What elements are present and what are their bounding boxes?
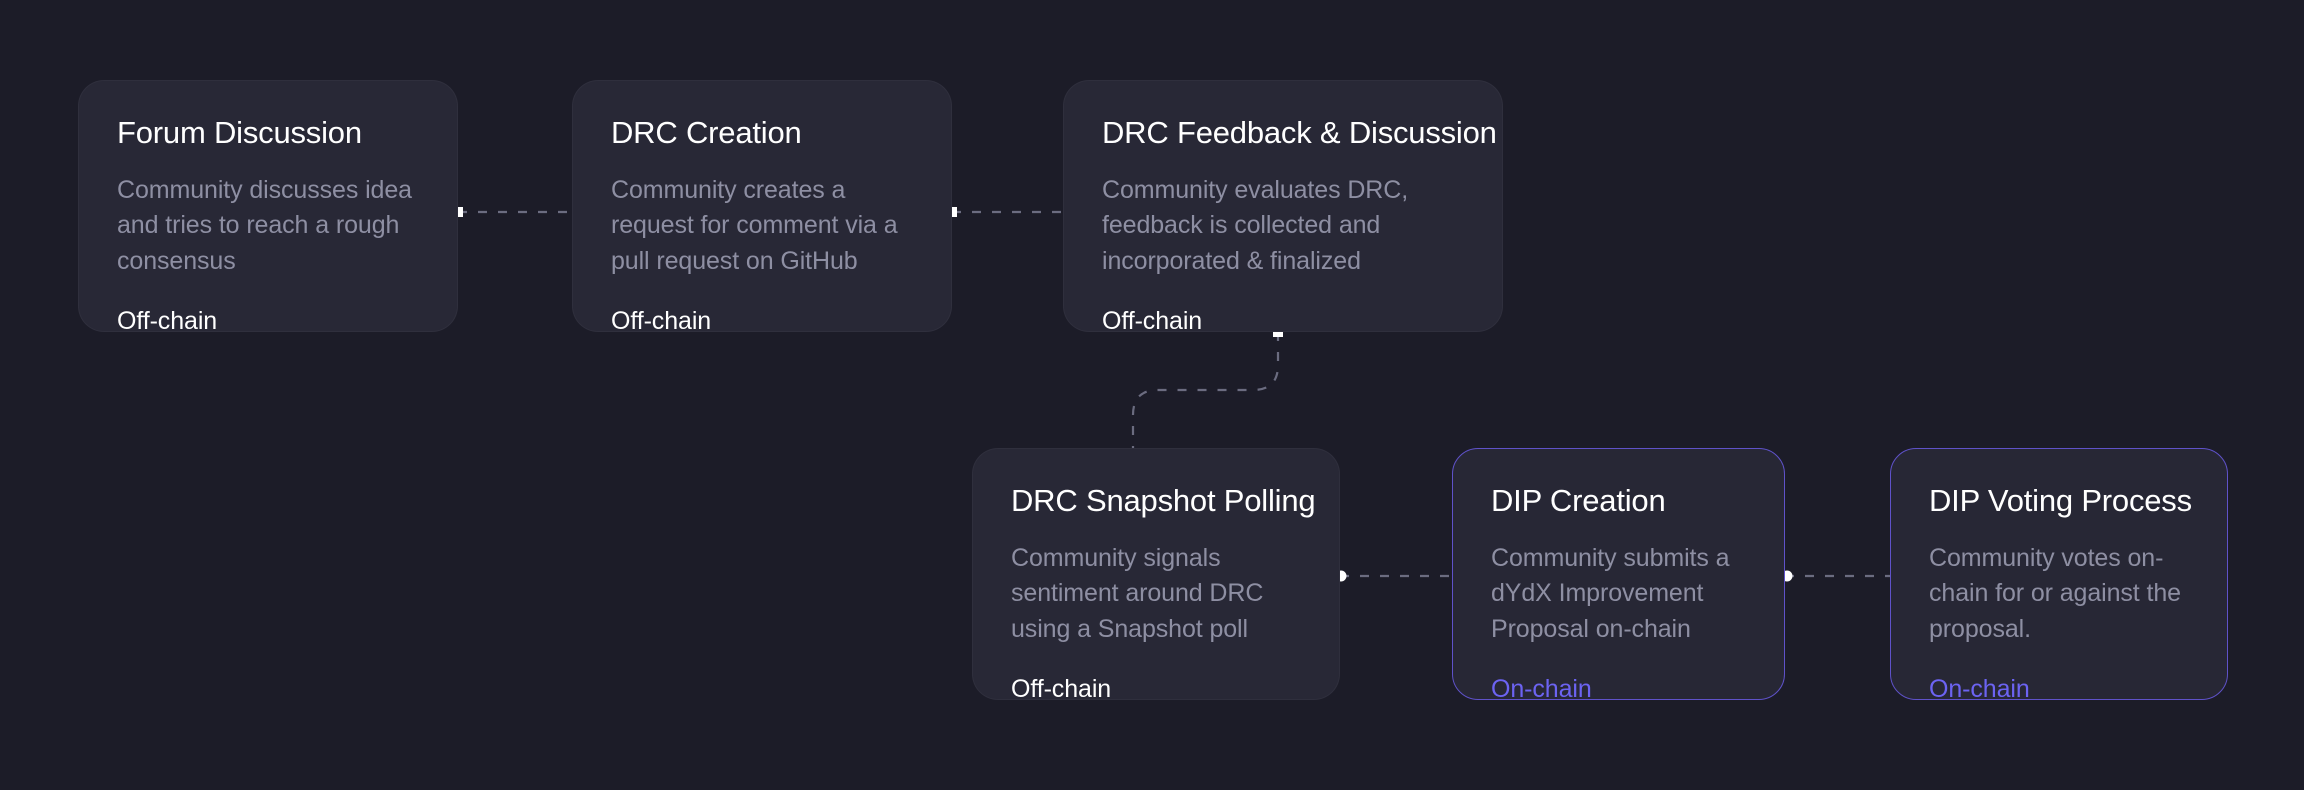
step-card-drc-feedback-discussion[interactable]: DRC Feedback & Discussion Community eval… [1063,80,1503,335]
step-description: Community votes on-chain for or against … [1929,543,2181,643]
step-card-drc-snapshot-polling[interactable]: DRC Snapshot Polling Community signals s… [972,448,1340,703]
step-description: Community submits a dYdX Improvement Pro… [1491,543,1730,643]
step-title: DIP Voting Process [1929,483,2192,518]
step-chain-tag: On-chain [1929,675,2030,704]
step-title: DRC Creation [611,115,802,150]
connector-feedback-to-snapshot [1131,327,1283,448]
step-description: Community evaluates DRC, feedback is col… [1102,175,1409,275]
step-description: Community creates a request for comment … [611,175,898,275]
step-card-dip-creation[interactable]: DIP Creation Community submits a dYdX Im… [1452,448,1785,703]
step-chain-tag: On-chain [1491,675,1592,704]
step-chain-tag: Off-chain [1102,307,1203,336]
step-description: Community discusses idea and tries to re… [117,175,412,275]
step-chain-tag: Off-chain [117,307,218,336]
step-title: Forum Discussion [117,115,362,150]
step-card-dip-voting-process[interactable]: DIP Voting Process Community votes on-ch… [1890,448,2228,703]
step-card-drc-creation[interactable]: DRC Creation Community creates a request… [572,80,952,335]
connector-forum-to-drc-creation [453,207,572,217]
connector-dip-creation-to-voting [1781,570,1890,582]
step-title: DRC Snapshot Polling [1011,483,1316,518]
step-description: Community signals sentiment around DRC u… [1011,543,1264,643]
step-title: DRC Feedback & Discussion [1102,115,1497,150]
step-chain-tag: Off-chain [611,307,712,336]
step-title: DIP Creation [1491,483,1666,518]
connector-snapshot-to-dip-creation [1335,570,1452,582]
connector-drc-creation-to-feedback [947,207,1063,217]
step-chain-tag: Off-chain [1011,675,1112,704]
step-card-forum-discussion[interactable]: Forum Discussion Community discusses ide… [78,80,458,335]
